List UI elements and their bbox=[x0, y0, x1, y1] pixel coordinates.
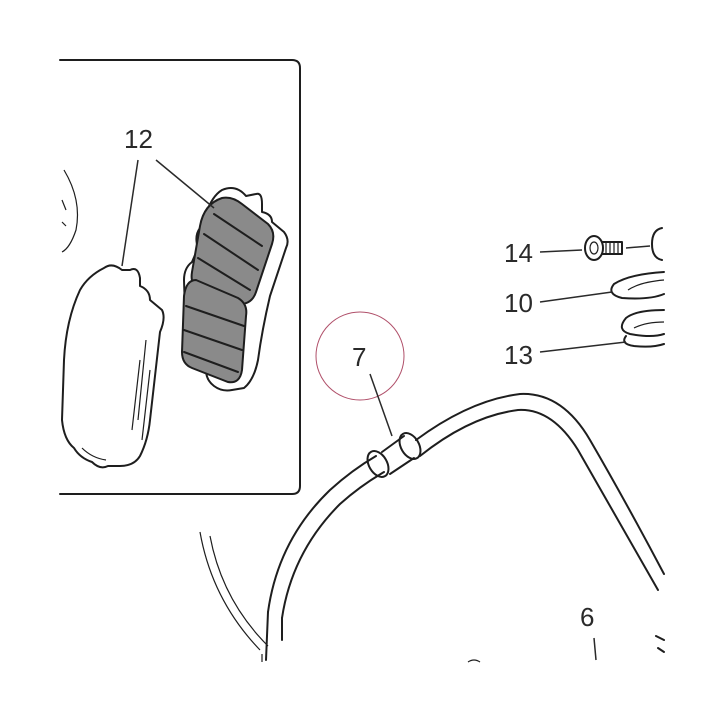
disc-edge bbox=[61, 169, 79, 253]
leader-14 bbox=[539, 249, 583, 253]
leader-12-front bbox=[155, 159, 215, 209]
washer-10 bbox=[610, 271, 665, 300]
leader-13 bbox=[539, 341, 627, 353]
callout-hose: 6 bbox=[580, 602, 594, 632]
screw-14 bbox=[584, 227, 663, 261]
leader-12-rear bbox=[121, 159, 139, 267]
brake-pad-rear bbox=[61, 264, 165, 469]
callout-pads: 12 bbox=[124, 124, 153, 154]
leader-6 bbox=[593, 637, 597, 661]
hose-clip-7 bbox=[366, 432, 422, 478]
washer-13 bbox=[620, 309, 665, 348]
inset-panel: 12 bbox=[59, 59, 301, 495]
callout-clip: 7 bbox=[352, 342, 366, 372]
brake-hose-6 bbox=[265, 392, 665, 661]
pad-friction-upper bbox=[190, 196, 275, 306]
callout-screw: 14 bbox=[504, 238, 533, 268]
callout-washer-b: 13 bbox=[504, 340, 533, 370]
callout-washer-a: 10 bbox=[504, 288, 533, 318]
brake-pad-front bbox=[180, 187, 289, 392]
highlight-circle-7 bbox=[315, 311, 405, 401]
leader-10 bbox=[539, 291, 613, 303]
leader-7 bbox=[369, 373, 393, 437]
fork-contour bbox=[199, 531, 481, 663]
